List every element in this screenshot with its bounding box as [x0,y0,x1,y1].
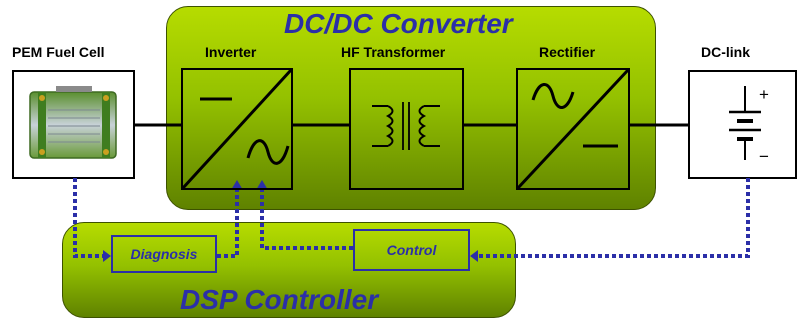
battery-icon [729,86,761,160]
signal-paths [73,178,750,258]
control-block: Control [353,229,470,271]
dc-link-to-control-signal [476,178,750,258]
fuel-cell-label: PEM Fuel Cell [12,44,105,60]
rectifier-symbol [516,68,630,190]
transformer-label: HF Transformer [341,44,446,60]
control-label: Control [386,242,437,258]
fuel-cell-stack-icon [29,86,117,159]
diagnosis-to-inverter-signal [217,188,239,258]
diagnosis-label: Diagnosis [130,246,198,262]
fuel-cell-to-diagnosis-signal [73,178,103,258]
signal-arrowheads [103,180,478,262]
diagnosis-block: Diagnosis [111,235,217,273]
control-to-inverter-signal [260,188,353,250]
dc-link-label: DC-link [701,44,750,60]
battery-minus-sign: − [759,147,769,166]
dcdc-converter-title: DC/DC Converter [284,8,513,39]
transformer-box [349,68,464,190]
battery-plus-sign: + [759,85,769,104]
inverter-label: Inverter [205,44,257,60]
rectifier-box [516,68,630,190]
inverter-symbol [181,68,293,190]
rectifier-label: Rectifier [539,44,596,60]
inverter-box [181,68,293,190]
dcdc-converter-panel [166,6,656,210]
dsp-controller-title: DSP Controller [180,284,379,315]
transformer-coil-icon [372,102,440,150]
